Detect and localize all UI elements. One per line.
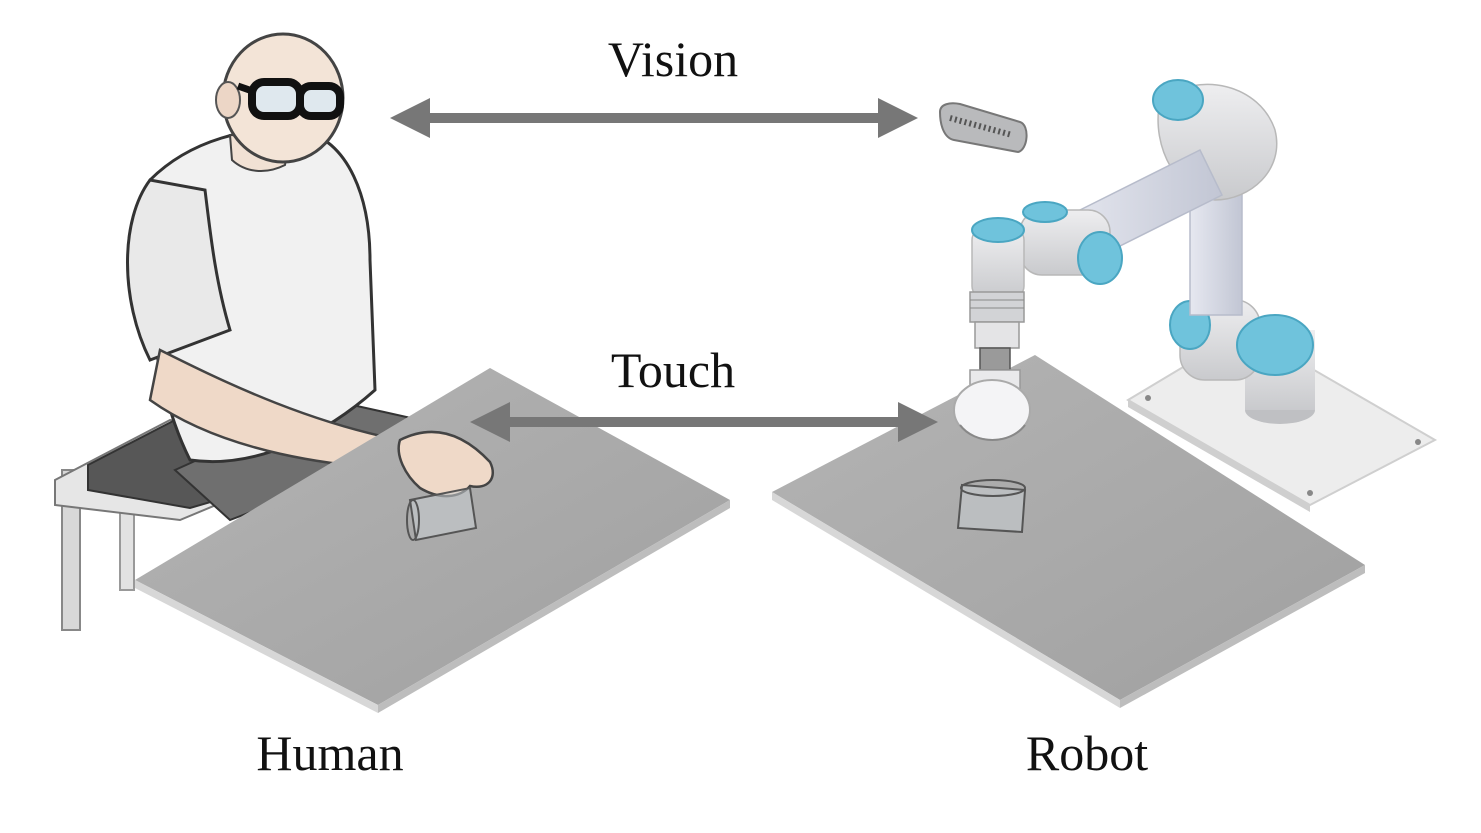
vision-label: Vision xyxy=(608,31,738,87)
robot-cup xyxy=(956,479,1027,534)
human-sleeve xyxy=(126,178,232,362)
glasses-icon xyxy=(236,78,344,120)
human-label: Human xyxy=(256,725,403,781)
camera-icon xyxy=(938,102,1028,154)
human-cup xyxy=(406,486,478,542)
human-hand xyxy=(397,430,495,498)
robot-arm xyxy=(953,79,1315,441)
human-ear xyxy=(215,81,241,119)
touch-label: Touch xyxy=(611,342,735,398)
robot-label: Robot xyxy=(1026,725,1148,781)
